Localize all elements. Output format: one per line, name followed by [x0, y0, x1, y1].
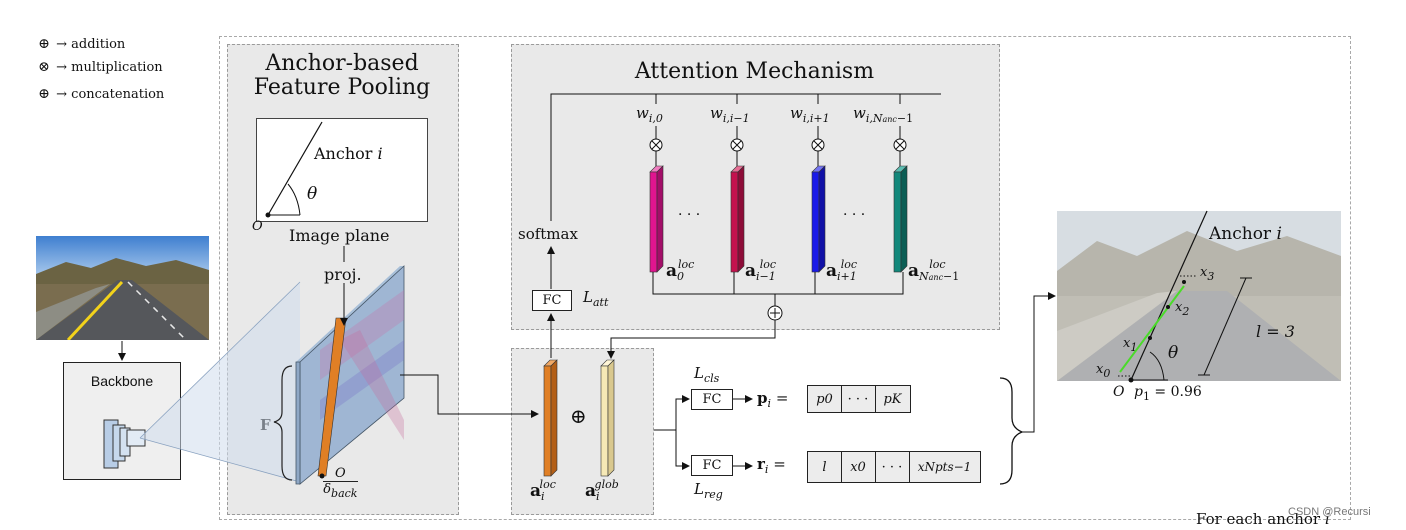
point-x0: x0 [1096, 362, 1111, 380]
origin-label: O [252, 219, 263, 234]
delta-denominator: δback [323, 482, 358, 500]
dots-right: · · · [843, 207, 866, 223]
length-marker [1203, 277, 1247, 376]
r-cell: l [808, 452, 842, 482]
pooling-title-line2: Feature Pooling [253, 75, 431, 100]
fc-cls-box: FC [691, 389, 733, 410]
l-cls-label: Lcls [694, 364, 720, 385]
feature-bar-0 [649, 165, 664, 273]
result-anchor-label: Anchor i [1209, 224, 1282, 244]
feature-bar-2 [811, 165, 826, 273]
p-cell: · · · [841, 386, 876, 412]
r-label: ri = [757, 455, 786, 476]
p-vector: p0 · · · pK [807, 385, 911, 413]
fc-reg-box: FC [691, 455, 733, 476]
concatenation-symbol: ⊕ [38, 86, 50, 102]
feature-bar-3 [893, 165, 908, 273]
a-glob-bar [600, 359, 615, 477]
length-label: l = 3 [1256, 322, 1295, 341]
feature-label-2: ai+1loc [826, 258, 858, 283]
result-road-image [1057, 211, 1341, 381]
backbone-label: Backbone [90, 373, 154, 389]
cnn-blocks-icon [103, 419, 146, 469]
projection-cone [140, 282, 300, 482]
legend-label: → addition [56, 37, 126, 52]
softmax-label: softmax [518, 225, 578, 243]
feature-bar-1 [730, 165, 745, 273]
a-glob-label: aiglob [585, 478, 619, 503]
theta-label: θ [307, 184, 318, 204]
pooling-title-line1: Anchor-based [265, 51, 419, 76]
p-label: pi = [757, 389, 789, 410]
result-origin-label: O [1113, 384, 1125, 400]
weight-label-2: wi,i+1 [790, 104, 830, 125]
anchor-index: i [377, 144, 383, 163]
r-cell: · · · [875, 452, 910, 482]
concat-panel [511, 348, 654, 515]
caption: For each anchor i [1196, 510, 1330, 528]
multiply-icons [649, 138, 907, 152]
legend-label: → concatenation [56, 87, 165, 102]
p-cell: p0 [808, 386, 842, 412]
l-reg-label: Lreg [694, 480, 723, 501]
result-brace [999, 377, 1024, 485]
pooling-title: Anchor-based Feature Pooling [227, 52, 457, 100]
outer-frame [219, 36, 1351, 520]
p1-label: p1 = 0.96 [1134, 384, 1202, 403]
a-loc-label: ailoc [530, 478, 556, 503]
feature-label-1: ai−1loc [745, 258, 777, 283]
watermark: CSDN @Recursi [1288, 506, 1371, 518]
weight-label-1: wi,i−1 [710, 104, 750, 125]
anchor-label: Anchor i [314, 144, 383, 163]
arrow-pool-concat [400, 374, 539, 418]
attention-columns [655, 94, 901, 104]
f-brace [273, 365, 293, 481]
a-loc-bar [543, 359, 558, 477]
r-cell: x0 [841, 452, 876, 482]
result-anchor-line [1130, 210, 1208, 381]
input-road-image [36, 236, 209, 340]
image-plane-box [256, 118, 428, 222]
image-plane-anchor-line [267, 121, 323, 216]
attention-panel [511, 44, 1000, 330]
r-cell: xNpts−1 [917, 460, 972, 474]
p-cell: pK [883, 391, 902, 407]
legend-addition: ⊕ → addition [36, 36, 125, 52]
proj-label: proj. [324, 265, 362, 284]
legend-concatenation: ⊕ → concatenation [36, 86, 164, 102]
r-vector: l x0 · · · xNpts−1 [807, 451, 981, 483]
anchor-word: Anchor [314, 144, 373, 163]
attention-title: Attention Mechanism [634, 59, 875, 84]
feature-map-slab [295, 265, 405, 485]
addition-symbol: ⊕ [38, 36, 50, 52]
legend-multiplication: ⊗ → multiplication [36, 59, 163, 75]
weight-label-0: wi,0 [636, 104, 663, 125]
dots-left: · · · [678, 207, 701, 223]
concat-symbol: ⊕ [570, 404, 587, 428]
delta-numerator: O [323, 466, 358, 482]
multiplication-symbol: ⊗ [38, 59, 50, 75]
image-plane-label: Image plane [289, 226, 390, 245]
feature-label-3: aNanc−1loc [908, 258, 960, 283]
result-theta-label: θ [1168, 343, 1179, 363]
point-x3: x3 [1200, 265, 1215, 283]
feature-label-0: a0loc [666, 258, 695, 283]
weight-label-3: wi,Nanc−1 [853, 104, 914, 125]
l-att-label: Latt [583, 288, 609, 309]
point-x1: x1 [1123, 336, 1138, 354]
delta-back-label: O δback [323, 466, 358, 500]
lane-green-line [1119, 285, 1185, 373]
fc-attention-box: FC [532, 290, 572, 311]
legend-label: → multiplication [56, 60, 163, 75]
point-x2: x2 [1175, 300, 1190, 318]
